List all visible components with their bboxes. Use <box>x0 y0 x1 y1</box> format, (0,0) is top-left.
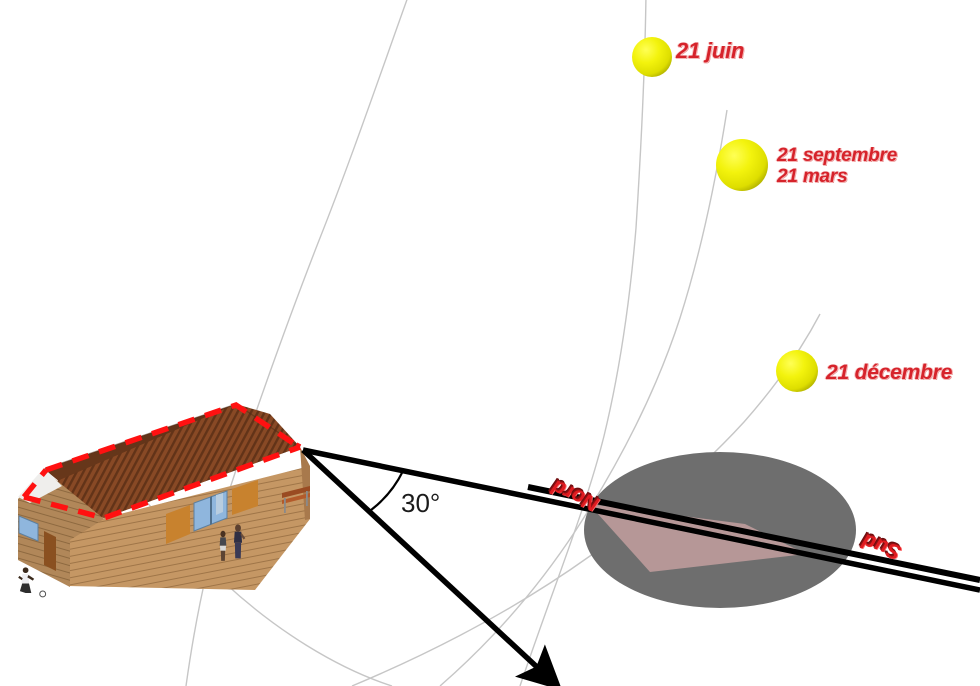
window-gable-end <box>18 515 39 542</box>
footballer <box>18 567 47 598</box>
angle-arrows <box>301 447 980 686</box>
sun-label-septembre-mars: 21 septembre 21 mars <box>777 145 898 187</box>
person-right <box>233 524 246 559</box>
roof-dash-ridge <box>45 401 298 473</box>
football-icon <box>39 590 47 598</box>
sun-path-curve-mid <box>439 109 728 686</box>
door-front-left <box>166 505 190 544</box>
bench <box>282 486 310 513</box>
door-front-right <box>232 480 258 515</box>
roof-front-slope <box>20 404 300 518</box>
angle-arrow-to-sun <box>302 447 980 593</box>
angle-arc <box>370 470 404 511</box>
roof-red-dashed-outline <box>21 401 302 521</box>
sun-septembre-mars <box>716 139 768 191</box>
angle-arrow-downward <box>301 447 563 686</box>
roof-front-slope-overlay <box>20 404 300 518</box>
window-front-large-mullion <box>210 496 212 525</box>
sun-juin <box>632 37 672 77</box>
person-left <box>219 530 227 561</box>
angle-value-label: 30° <box>401 488 441 518</box>
roof-dash-rake-right <box>294 442 302 450</box>
roof-dash-rake-left <box>21 468 49 499</box>
window-figure <box>216 493 223 515</box>
north-south-axis-line <box>527 484 980 583</box>
sun-label-juin: 21 juin <box>676 38 745 63</box>
door-gable-end <box>44 531 56 571</box>
sun-decembre <box>776 350 818 392</box>
sun-label-decembre: 21 décembre <box>826 361 953 384</box>
ground-disc <box>584 452 856 608</box>
sun-path-curve-equinox <box>519 0 647 686</box>
building <box>18 401 310 598</box>
